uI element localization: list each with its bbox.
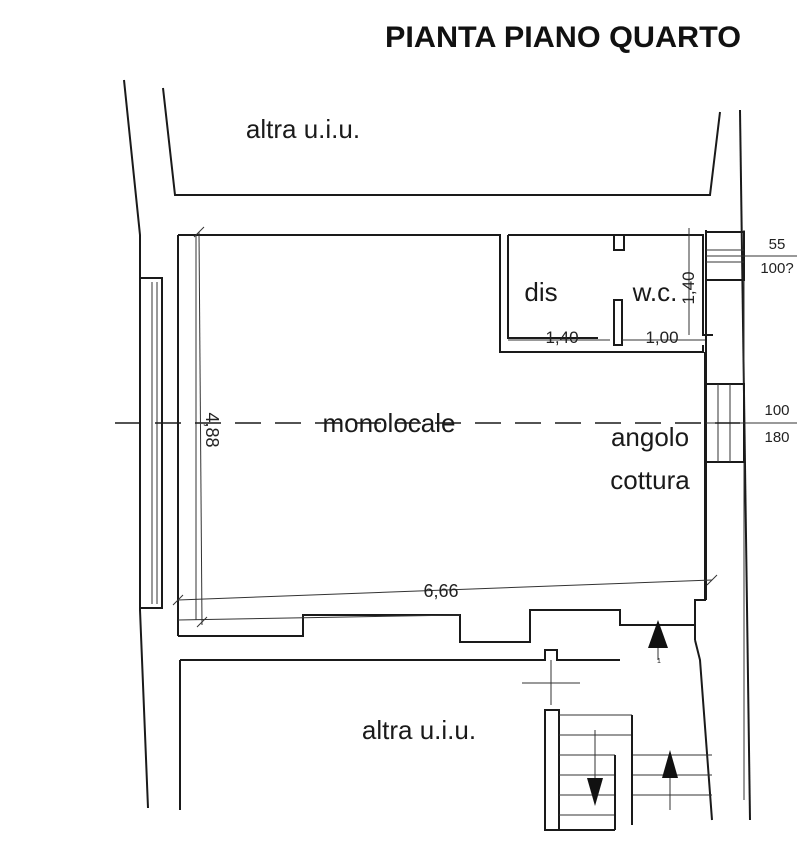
upper-window-dim-bottom: 100? (760, 260, 793, 277)
service-block-outline (508, 234, 713, 336)
unit-bottom-wall (178, 609, 696, 643)
lower-window-dim-top: 100 (764, 402, 789, 419)
stair-up-arrow-icon (662, 750, 678, 778)
lower-unit-top (180, 649, 620, 661)
room-label-hallway: dis (524, 277, 557, 307)
wc-partition (613, 299, 623, 346)
plan-title: PIANTA PIANO QUARTO (385, 21, 741, 54)
dim-tick-width-right (706, 574, 718, 586)
dim-wc-label: 1,00 (645, 328, 678, 347)
room-label-bathroom: w.c. (632, 277, 678, 307)
dim-height-label: 4,88 (202, 412, 222, 447)
entrance-marker: 1 (657, 658, 661, 665)
dim-line-width (177, 579, 713, 601)
upper-window-dim-top: 55 (769, 236, 786, 253)
studio-top-wall (178, 234, 505, 353)
dim-tick-height-top (193, 226, 205, 238)
room-label-kitchen-line1: angolo (611, 422, 689, 452)
landing-right (694, 639, 713, 821)
dim-wc-height-label: 1,40 (679, 271, 698, 304)
entrance-arrow-icon (648, 620, 668, 648)
stair-down-arrow-icon (587, 778, 603, 806)
dis-wall (507, 235, 598, 339)
dim-width-label: 6,66 (423, 581, 458, 601)
lower-window-dim-bottom: 180 (764, 429, 789, 446)
room-label-kitchen-line2: cottura (610, 465, 690, 495)
stair-treads (559, 714, 712, 816)
dim-tick-width-left (172, 594, 184, 606)
wc-bottom-wall (612, 345, 704, 353)
top-unit-outline (162, 87, 721, 196)
room-label-other-unit-top: altra u.i.u. (246, 114, 360, 144)
dim-line-height (198, 231, 203, 626)
wc-notch (613, 235, 625, 251)
stair-left-flight (544, 709, 560, 831)
dim-dis-label: 1,40 (545, 328, 578, 347)
room-label-studio: monolocale (323, 408, 456, 438)
stair-walls (559, 715, 633, 831)
right-building-line (739, 109, 751, 821)
dim-tick-height-bottom (196, 616, 208, 628)
left-building-line (123, 79, 149, 809)
room-label-other-unit-bottom: altra u.i.u. (362, 715, 476, 745)
balcony-window (139, 277, 163, 609)
unit-right-wall (694, 352, 706, 625)
unit-bottom-wall-inner (177, 614, 461, 621)
